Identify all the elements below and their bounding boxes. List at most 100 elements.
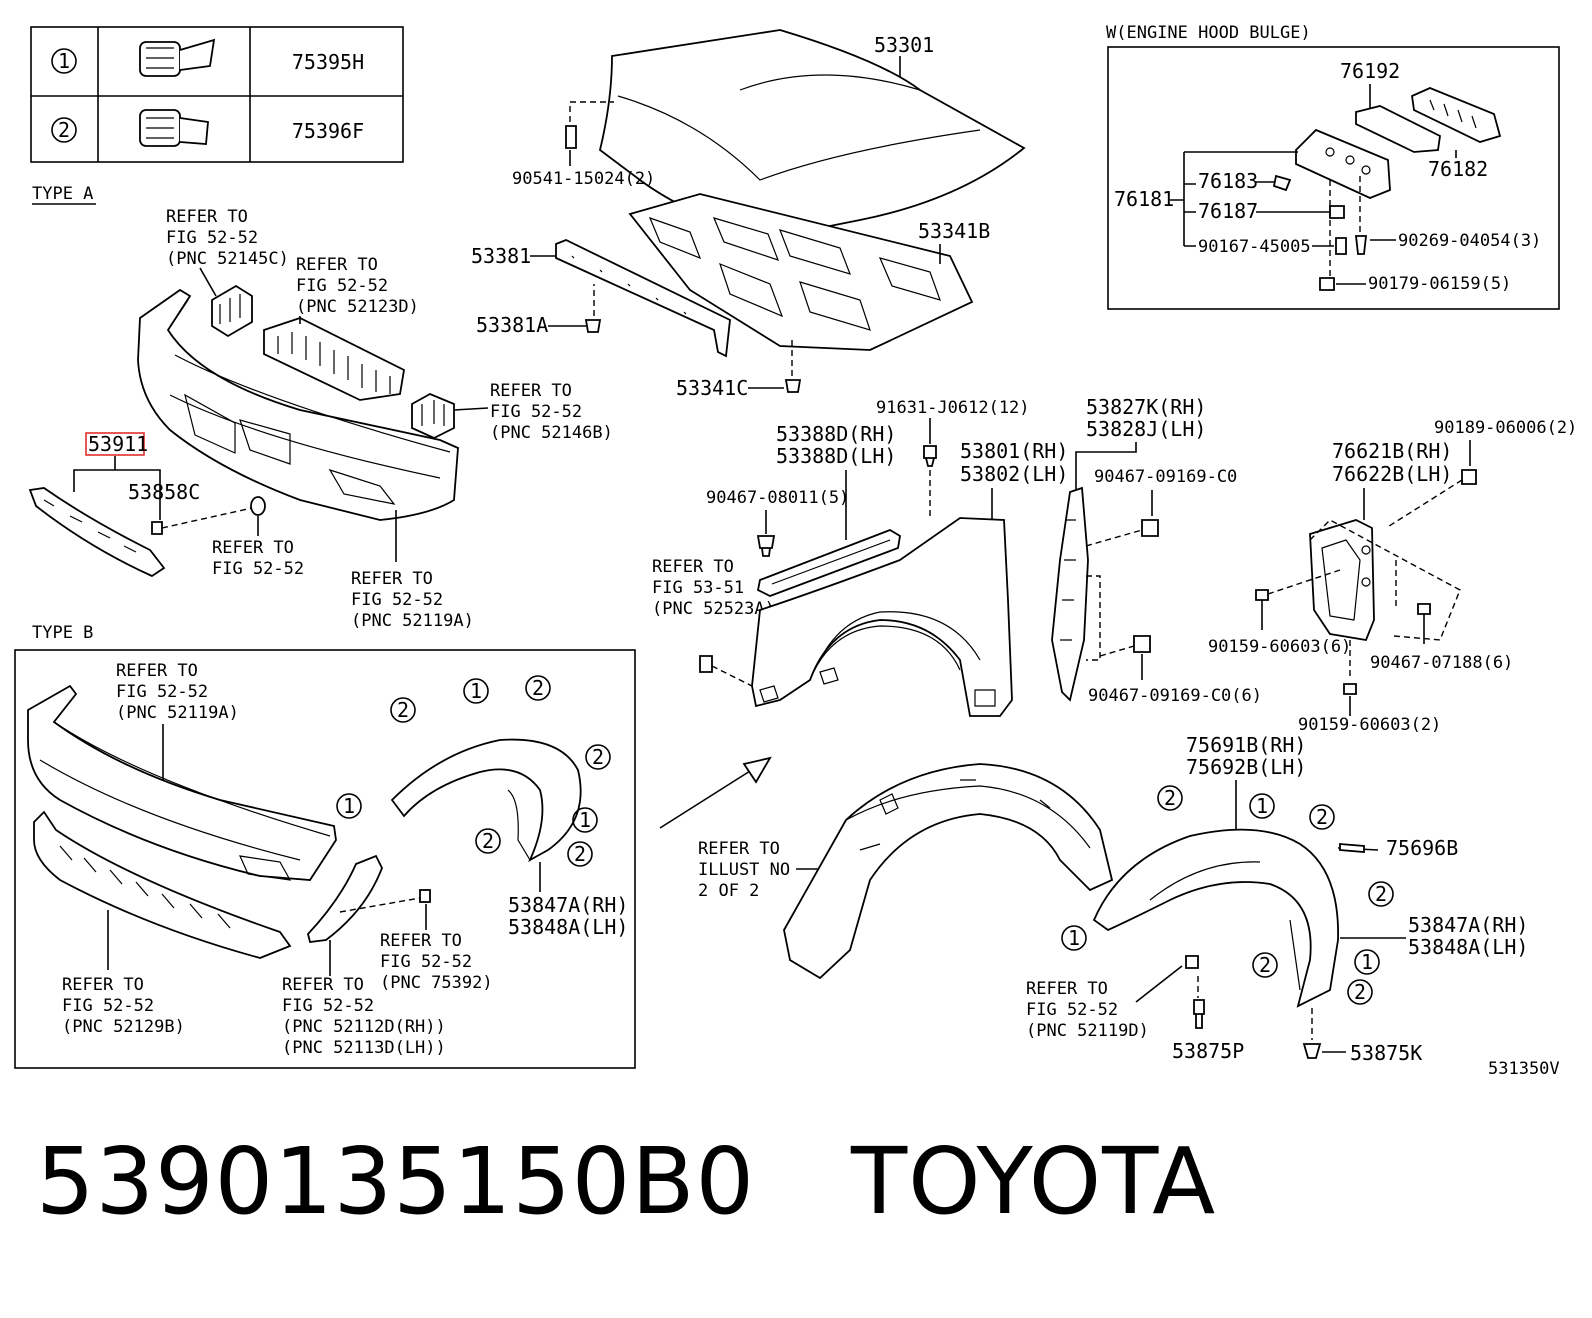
bulge-insert-76182	[1411, 87, 1502, 143]
guard-rh-label: 76621B(RH)	[1332, 439, 1452, 463]
highlight-box	[85, 432, 145, 456]
refer-b-75392-line2: FIG 52-52	[380, 952, 472, 972]
part-76182-label: 76182	[1428, 157, 1488, 181]
refer-5351-line1: REFER TO	[652, 557, 734, 577]
part-75696b-label: 75696B	[1386, 836, 1458, 860]
bracket-lh-label: 53828J(LH)	[1086, 417, 1206, 441]
svg-text:2: 2	[1375, 882, 1387, 906]
refer-b-75392-line3: (PNC 75392)	[380, 973, 493, 993]
clip-6-label: 90467-07188(6)	[1370, 653, 1513, 673]
type-b-label: TYPE B	[32, 623, 93, 643]
type-b-clip-markers: 1 2 1 2 2 2 1 2	[336, 675, 611, 867]
front-bumper-type-a	[137, 288, 459, 521]
refer-illust-line3: 2 OF 2	[698, 881, 759, 901]
part-53301-label: 53301	[874, 33, 934, 57]
hood-insulator-53341b	[628, 193, 974, 351]
flare-type-b	[390, 738, 582, 863]
liner-lh-label: 53848A(LH)	[1408, 935, 1528, 959]
part-53911-label[interactable]: 53911	[88, 432, 148, 456]
svg-text:2: 2	[574, 842, 586, 866]
part-76181-label: 76181	[1114, 187, 1174, 211]
clip-bottom-label: 90467-09169-C0(6)	[1088, 686, 1262, 706]
svg-text:2: 2	[1316, 805, 1328, 829]
refer-52123d-line2: FIG 52-52	[296, 276, 388, 296]
refer-52145c-line3: (PNC 52145C)	[166, 249, 289, 269]
part-76187-label: 76187	[1198, 199, 1258, 223]
clip-icon-2	[139, 109, 209, 147]
part-76192-label: 76192	[1340, 59, 1400, 83]
part-53341b-label: 53341B	[918, 219, 990, 243]
refer-b-52129b-line1: REFER TO	[62, 975, 144, 995]
part-75692b-label: 75692B(LH)	[1186, 755, 1306, 779]
refer-52119a-line2: FIG 52-52	[351, 590, 443, 610]
seal-rh-label: 53388D(RH)	[776, 422, 896, 446]
bracket-52145c	[211, 284, 253, 338]
end-cap-type-b	[307, 854, 383, 943]
b-liner-lh-label: 53848A(LH)	[508, 915, 628, 939]
lower-grille-53911	[28, 487, 166, 578]
clip-top-label: 90467-09169-C0	[1094, 467, 1237, 487]
refer-b-52112d-line4: (PNC 52113D(LH))	[282, 1038, 446, 1058]
clip-icon-1	[139, 38, 216, 77]
part-53341c-label: 53341C	[676, 376, 748, 400]
fender-seal-53388d	[756, 529, 901, 597]
part-76183-label: 76183	[1198, 169, 1258, 193]
guard-lh-label: 76622B(LH)	[1332, 462, 1452, 486]
svg-text:1: 1	[1068, 926, 1080, 950]
refer-52146b-line1: REFER TO	[490, 381, 572, 401]
part-90269-label: 90269-04054(3)	[1398, 231, 1541, 251]
fender-group: 91631-J0612(12) 53388D(RH) 53388D(LH) 90…	[652, 395, 1262, 717]
bulge-cover	[1295, 128, 1391, 199]
refer-52145c-line2: FIG 52-52	[166, 228, 258, 248]
svg-text:2: 2	[1354, 980, 1366, 1004]
bracket-rh-label: 53827K(RH)	[1086, 395, 1206, 419]
svg-text:2: 2	[482, 829, 494, 853]
refer-illust-line2: ILLUST NO	[698, 860, 790, 880]
refer-52123d-line3: (PNC 52123D)	[296, 297, 419, 317]
part-75691b-label: 75691B(RH)	[1186, 733, 1306, 757]
direction-arrow	[659, 756, 772, 829]
svg-text:1: 1	[343, 794, 355, 818]
lower-grille-type-b	[33, 810, 292, 959]
svg-text:2: 2	[532, 676, 544, 700]
part-53858c-label: 53858C	[128, 480, 200, 504]
svg-text:1: 1	[470, 679, 482, 703]
hood-bulge-group: W(ENGINE HOOD BULGE) 76192 76182 76181 7…	[1106, 23, 1560, 310]
part-90167-label: 90167-45005	[1198, 237, 1311, 257]
seal-lh-label: 53388D(LH)	[776, 444, 896, 468]
svg-text:1: 1	[1256, 794, 1268, 818]
part-53381-label: 53381	[471, 244, 531, 268]
caption-part-number: 5390135150B0	[36, 1128, 755, 1235]
liner-clip-markers: 2 1 2 2 1 2 1 2	[1061, 785, 1394, 1005]
b-liner-rh-label: 53847A(RH)	[508, 893, 628, 917]
fender-liner-large	[783, 763, 1114, 980]
svg-text:2: 2	[397, 698, 409, 722]
refer-52123d-line1: REFER TO	[296, 255, 378, 275]
refer-52146b-line3: (PNC 52146B)	[490, 423, 613, 443]
refer-52119a-line1: REFER TO	[351, 569, 433, 589]
refer-b-52112d-line3: (PNC 52112D(RH))	[282, 1017, 446, 1037]
bracket-52146b	[411, 393, 489, 439]
type-a-label: TYPE A	[32, 184, 93, 204]
legend-marker-1: 1	[58, 49, 70, 73]
refer-5351-line2: FIG 53-51	[652, 578, 744, 598]
screw-6-label: 90159-60603(6)	[1208, 637, 1351, 657]
front-fender-53801	[751, 517, 1013, 717]
refer-b-52119a-line2: FIG 52-52	[116, 682, 208, 702]
bulge-molding-76192	[1355, 105, 1441, 153]
svg-text:2: 2	[1259, 953, 1271, 977]
refer-52119a-line3: (PNC 52119A)	[351, 611, 474, 631]
legend-part-1: 75395H	[292, 50, 364, 74]
mud-guard-76621b	[1309, 519, 1375, 642]
part-53381a-label: 53381A	[476, 313, 548, 337]
seal-53381	[555, 239, 731, 358]
type-a-group: TYPE A REFER TO FIG 52-52 (PNC 52145C) R…	[28, 184, 613, 631]
part-53875k-label: 53875K	[1350, 1041, 1422, 1065]
fender-rh-label: 53801(RH)	[960, 439, 1068, 463]
svg-text:1: 1	[1361, 950, 1373, 974]
part-90541-label: 90541-15024(2)	[512, 169, 655, 189]
refer-52119d-line1: REFER TO	[1026, 979, 1108, 999]
refer-b-52129b-line2: FIG 52-52	[62, 996, 154, 1016]
